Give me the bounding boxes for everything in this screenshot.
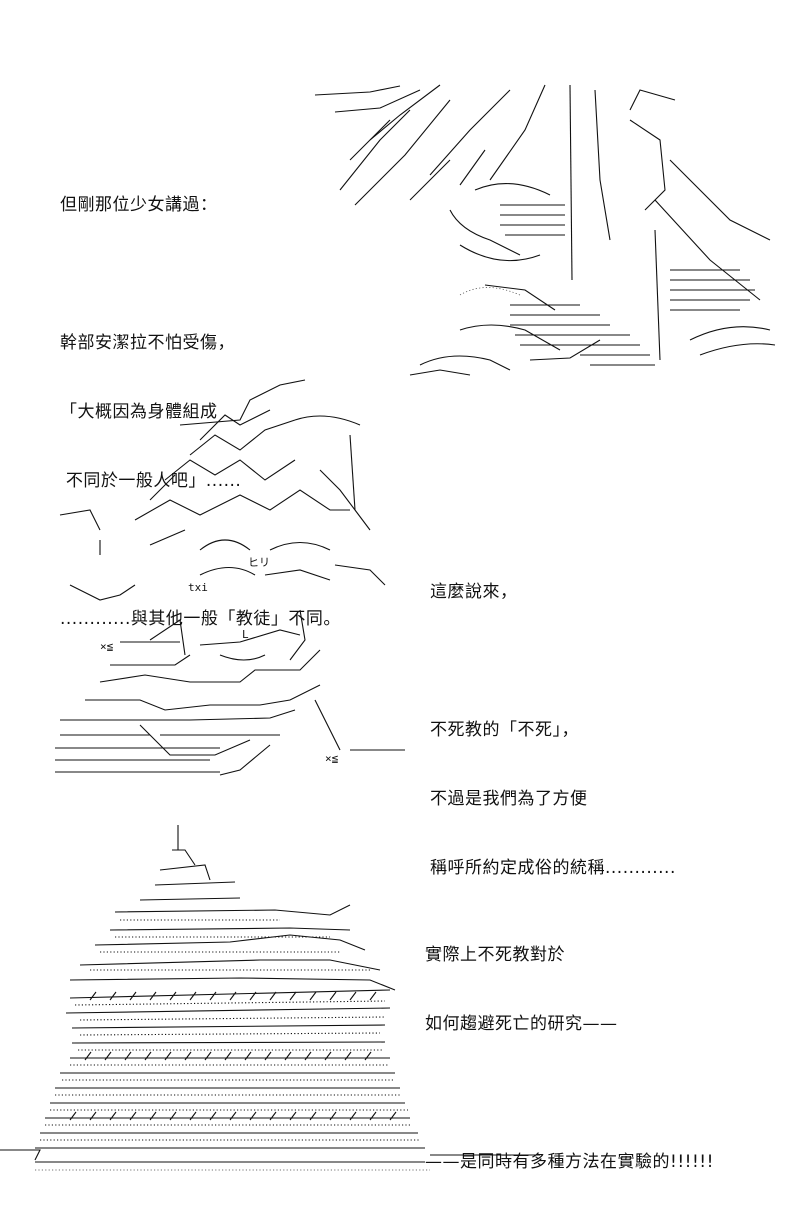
text-line: 不同於一般人吧」......	[60, 471, 242, 491]
face-mark: ヒリ	[248, 556, 270, 569]
text-line: 「大概因為身體組成	[60, 402, 218, 422]
text-line: 稱呼所約定成俗的統稱............	[430, 858, 676, 878]
text-line	[425, 1082, 714, 1105]
panel-3-text: 實際上不死教對於 如何趨避死亡的研究—— ——是同時有多種方法在實驗的!!!!!…	[425, 898, 714, 1220]
text-line: 但剛那位少女講過：	[60, 195, 218, 215]
text-line: 實際上不死教對於	[425, 945, 565, 965]
panel-3: 實際上不死教對於 如何趨避死亡的研究—— ——是同時有多種方法在實驗的!!!!!…	[0, 810, 800, 1200]
panel-1-text: 但剛那位少女講過： 幹部安潔拉不怕受傷， 「大概因為身體組成 不同於一般人吧」.…	[60, 148, 341, 677]
ascii-art-shrouded-figure	[314, 84, 776, 376]
ascii-art-tower-mound	[0, 825, 540, 1171]
x-mark: ×≦	[100, 640, 114, 653]
panel-2: ヒリ txi L ×≦ ×≦ 這麼說來， 不死教的「不死」， 不過是我們為了方便	[0, 379, 800, 878]
text-line: 不過是我們為了方便	[430, 789, 588, 809]
ascii-art-spiky-hair-character: ヒリ txi L ×≦ ×≦	[55, 379, 405, 776]
panel-1: 但剛那位少女講過： 幹部安潔拉不怕受傷， 「大概因為身體組成 不同於一般人吧」.…	[0, 60, 800, 629]
mouth-mark: L	[242, 628, 249, 641]
x-mark-2: ×≦	[325, 752, 339, 765]
text-line: 這麼說來，	[430, 582, 518, 602]
text-line: 幹部安潔拉不怕受傷，	[60, 333, 235, 353]
text-line: ............與其他一般「教徒」不同。	[60, 609, 341, 629]
face-mark-2: txi	[188, 581, 208, 594]
text-line	[60, 263, 341, 286]
panel-2-text: 這麼說來， 不死教的「不死」， 不過是我們為了方便 稱呼所約定成俗的統稱....…	[430, 535, 676, 926]
text-line: 不死教的「不死」，	[430, 720, 579, 740]
text-line	[430, 650, 676, 673]
text-line: ——是同時有多種方法在實驗的!!!!!!	[425, 1152, 714, 1172]
text-line: 如何趨避死亡的研究——	[425, 1014, 618, 1034]
